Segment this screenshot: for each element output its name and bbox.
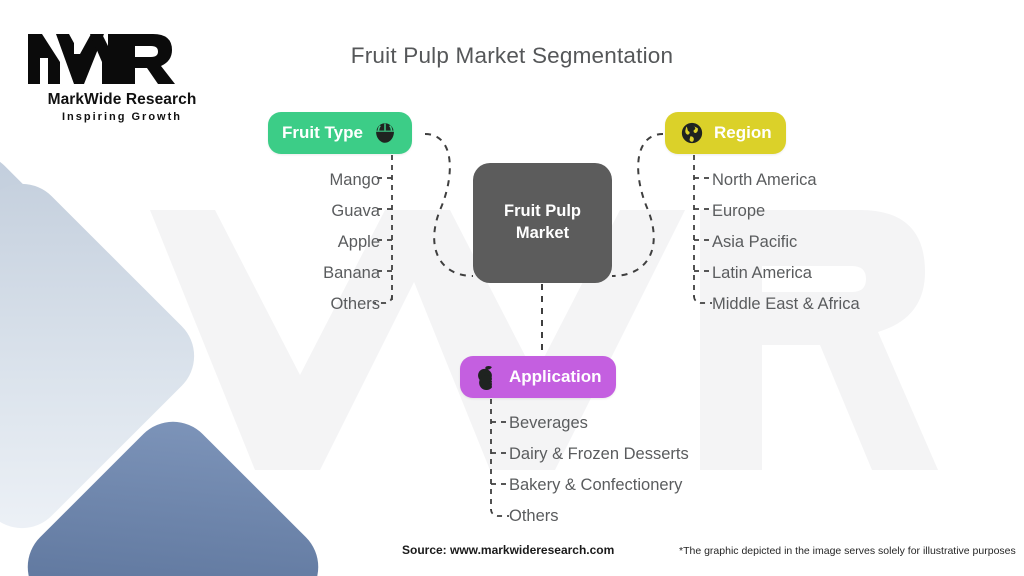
list-item[interactable]: Others (330, 295, 380, 313)
edge-fruittype-to-center (424, 133, 474, 277)
badge-region[interactable]: Region (665, 112, 786, 154)
fruit-slice-icon (478, 366, 492, 390)
source-text: Source: www.markwideresearch.com (402, 543, 615, 557)
edge-region-to-center (611, 133, 664, 277)
badge-fruit-type-label: Fruit Type (282, 123, 363, 142)
list-item[interactable]: Asia Pacific (712, 233, 798, 251)
center-node-line2: Market (515, 224, 570, 242)
badge-region-label: Region (714, 123, 772, 142)
stub-app-3 (490, 508, 509, 517)
disclaimer-text: *The graphic depicted in the image serve… (679, 545, 1016, 557)
list-item[interactable]: Dairy & Frozen Desserts (509, 445, 689, 463)
stub-region-4 (693, 295, 712, 304)
list-item[interactable]: Banana (323, 264, 380, 282)
list-item[interactable]: Mango (329, 171, 380, 189)
list-item[interactable]: Europe (712, 202, 766, 220)
globe-icon (681, 122, 703, 144)
brand-name: MarkWide Research (47, 91, 197, 108)
list-item[interactable]: Middle East & Africa (712, 295, 860, 313)
center-node-line1: Fruit Pulp (504, 202, 581, 221)
badge-application-label: Application (509, 367, 602, 386)
fruit-globe-icon (375, 123, 394, 143)
brand-logo: MarkWide Research Inspiring Growth (22, 28, 222, 123)
page-title: Fruit Pulp Market Segmentation (350, 43, 674, 68)
list-item[interactable]: Apple (337, 233, 380, 251)
brand-tagline: Inspiring Growth (62, 111, 182, 123)
badge-fruit-type[interactable]: Fruit Type (268, 112, 412, 154)
list-item[interactable]: Beverages (509, 414, 588, 432)
list-item[interactable]: Guava (331, 202, 380, 220)
mwr-logo-icon (28, 34, 175, 84)
list-item[interactable]: Latin America (712, 264, 812, 282)
list-item[interactable]: North America (712, 171, 817, 189)
badge-application[interactable]: Application (460, 356, 616, 398)
list-item[interactable]: Bakery & Confectionery (509, 476, 683, 494)
list-application: Beverages Dairy & Frozen Desserts Bakery… (509, 408, 909, 532)
center-node[interactable]: Fruit Pulp Market (473, 163, 612, 283)
list-region: North America Europe Asia Pacific Latin … (712, 165, 1024, 320)
corner-shape-dark (10, 404, 336, 576)
list-item[interactable]: Others (509, 507, 559, 525)
list-fruit-type: Mango Guava Apple Banana Others (120, 165, 380, 320)
